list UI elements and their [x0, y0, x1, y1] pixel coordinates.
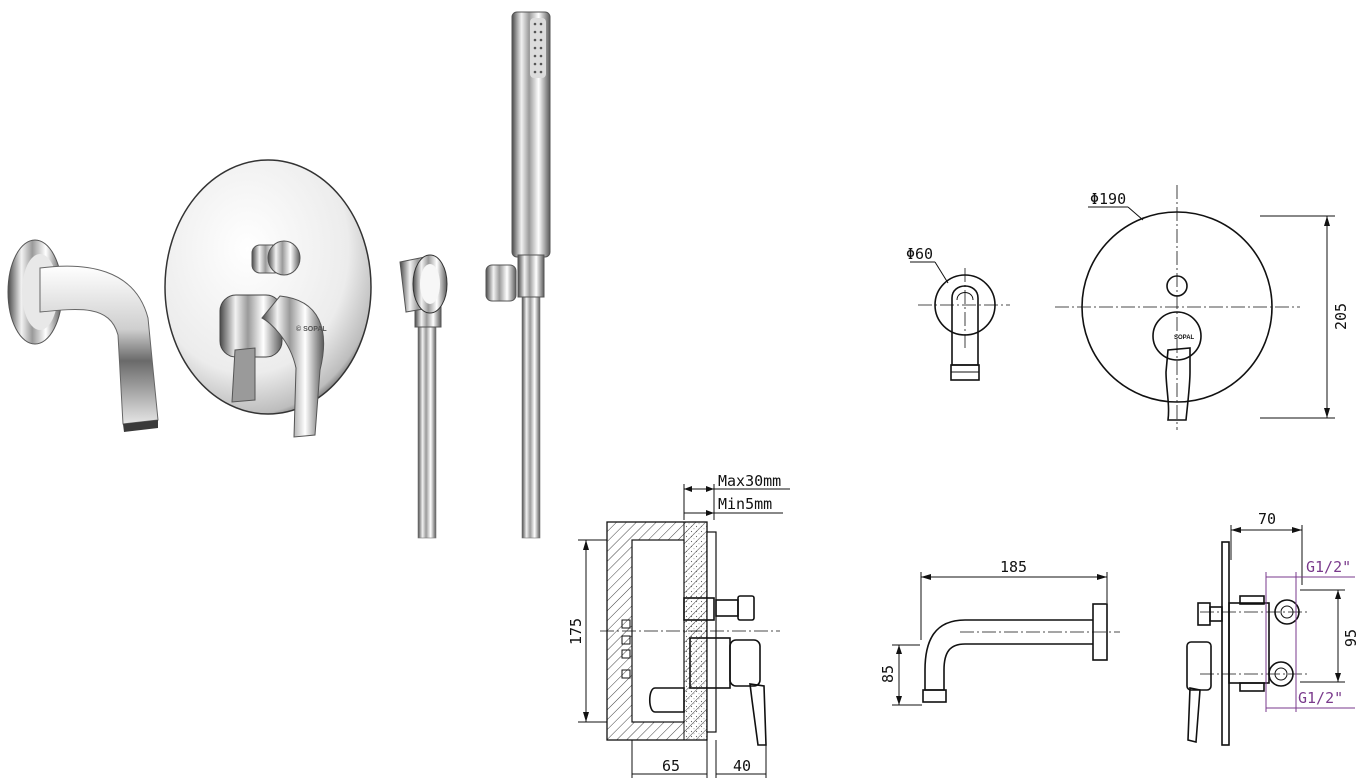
- connection-top-label: G1/2": [1306, 558, 1351, 576]
- spout-height-label: 85: [879, 665, 897, 683]
- plate-brand-mark: SOPAL: [1174, 335, 1195, 341]
- brand-logo: © SOPAL: [296, 325, 327, 333]
- lever-projection-label: 40: [733, 757, 751, 775]
- handshower-photo: [485, 11, 551, 539]
- spout-photo: [7, 239, 159, 432]
- connection-bottom-label: G1/2": [1298, 689, 1343, 707]
- mixer-photo: © SOPAL: [164, 159, 372, 438]
- connection-spacing-label: 95: [1342, 629, 1360, 647]
- spout-flange-diameter-label: Φ60: [906, 245, 933, 263]
- box-depth-label: 65: [662, 757, 680, 775]
- valve-depth-label: 70: [1258, 510, 1276, 528]
- wall-max-label: Max30mm: [718, 472, 781, 490]
- plate-diameter-label: Φ190: [1090, 190, 1126, 208]
- wall-min-label: Min5mm: [718, 495, 772, 513]
- valve-side-drawing: 70 G1/2" G1/2" 95: [1186, 510, 1360, 746]
- spout-side-drawing: 185 85: [879, 558, 1120, 706]
- plate-front-drawing: SOPAL Φ190 205: [1055, 185, 1350, 430]
- box-height-label: 175: [567, 618, 585, 645]
- spout-length-label: 185: [1000, 558, 1027, 576]
- hose-photo: [399, 254, 448, 539]
- plate-height-label: 205: [1332, 303, 1350, 330]
- box-section-drawing: Max30mm Min5mm 175 65 40: [567, 472, 790, 778]
- spout-front-drawing: Φ60: [906, 245, 1010, 381]
